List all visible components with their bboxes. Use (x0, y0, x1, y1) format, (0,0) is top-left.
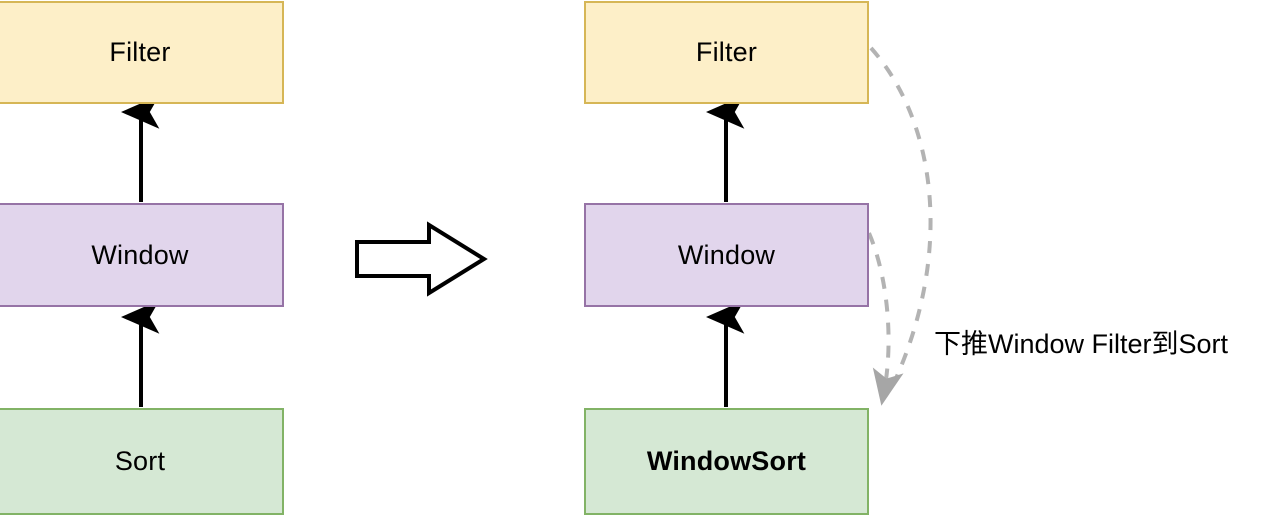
left-plan-node-filter-label: Filter (109, 37, 171, 67)
right-plan-node-filter-label: Filter (695, 37, 758, 67)
right-plan-node-window[interactable]: Window (584, 203, 869, 307)
left-plan-node-filter[interactable]: Filter (0, 1, 284, 104)
right-plan-node-filter[interactable]: Filter (584, 1, 869, 104)
left-plan-node-window[interactable]: Window (0, 203, 284, 307)
transform-block-arrow-icon (355, 221, 488, 297)
pushdown-curve-from-window (867, 232, 904, 406)
left-plan-node-sort-label: Sort (114, 446, 166, 476)
right-plan-node-windowsort-label: WindowSort (646, 446, 807, 476)
right-plan-node-window-label: Window (677, 239, 776, 270)
left-plan-node-window-label: Window (91, 239, 189, 270)
right-plan-node-windowsort[interactable]: WindowSort (584, 408, 869, 515)
pushdown-curve-from-filter (869, 46, 933, 386)
left-plan-node-sort[interactable]: Sort (0, 408, 284, 515)
pushdown-annotation-text: 下推Window Filter到Sort (934, 329, 1229, 359)
